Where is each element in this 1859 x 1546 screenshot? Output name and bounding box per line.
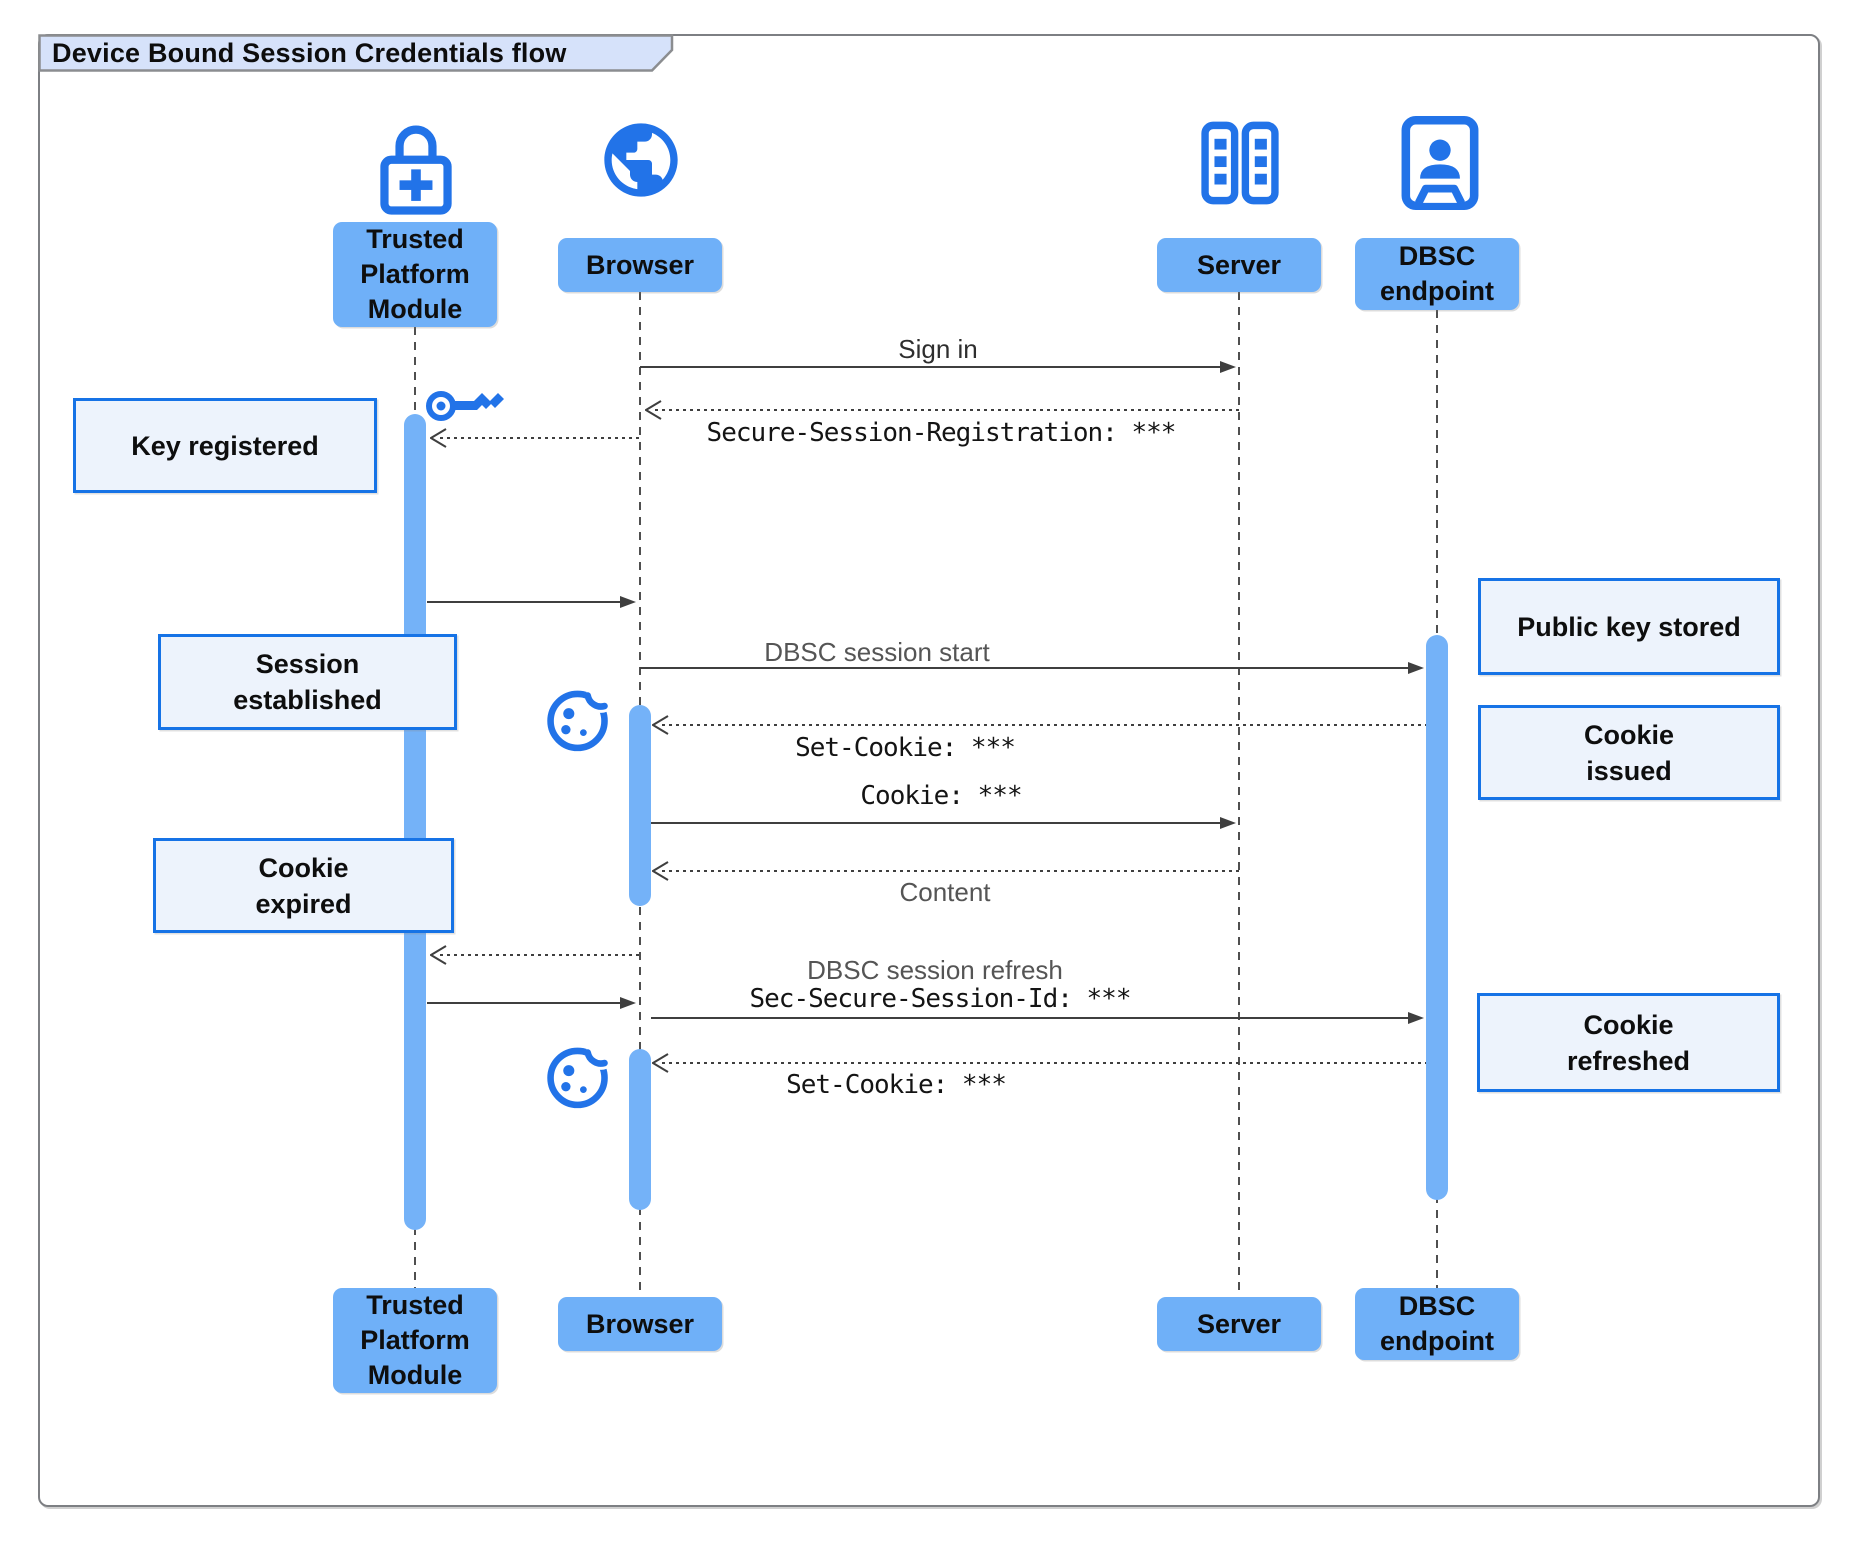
message-set-cookie-2: Set-Cookie: *** [786,1070,1007,1100]
activation-tpm [404,414,426,1230]
note-cookie-issued: Cookie issued [1478,705,1780,800]
message-cookie: Cookie: *** [860,781,1022,811]
message-content: Content [899,877,991,907]
cookie-icon [547,683,614,752]
arrow-key-signature [427,1002,622,1004]
participant-browser-bottom: Browser [558,1297,722,1351]
arrowhead-filled-icon [620,595,636,608]
arrowhead-open-icon [652,715,669,735]
arrow-dbsc-session-start [640,667,1412,669]
arrow-set-cookie-2 [662,1062,1426,1064]
participant-server-top: Server [1157,238,1321,292]
contact-badge-icon [1401,116,1479,210]
arrow-key-ready [427,601,622,603]
arrowhead-open-icon [430,428,447,448]
participant-dbsc-bottom: DBSC endpoint [1355,1288,1519,1360]
cookie-icon [547,1040,614,1109]
message-secure-session-registration: Secure-Session-Registration: *** [706,418,1177,448]
arrow-refresh-key-request [440,954,640,956]
note-public-key-stored: Public key stored [1478,578,1780,675]
diagram-frame [38,34,1820,1507]
note-cookie-expired: Cookie expired [153,838,454,933]
arrowhead-open-icon [430,945,447,965]
arrow-sign-in [640,366,1226,368]
message-sign-in: Sign in [898,334,978,364]
arrow-set-cookie-1 [662,724,1426,726]
participant-tpm-bottom: Trusted Platform Module [333,1288,497,1393]
arrowhead-open-icon [652,1053,669,1073]
participant-tpm-top: Trusted Platform Module [333,222,497,327]
arrowhead-open-icon [652,861,669,881]
participant-browser-top: Browser [558,238,722,292]
arrow-cookie [651,822,1226,824]
arrowhead-open-icon [645,400,662,420]
note-session-established: Session established [158,634,457,730]
server-racks-icon [1201,121,1279,205]
arrow-register-key [440,437,640,439]
title-tab [38,34,674,72]
arrowhead-filled-icon [1408,661,1424,674]
note-cookie-refreshed: Cookie refreshed [1477,993,1780,1092]
diagram-title: Device Bound Session Credentials flow [52,38,567,68]
participant-server-bottom: Server [1157,1297,1321,1351]
key-icon [426,391,504,421]
arrow-content [662,870,1239,872]
activation-dbsc [1426,635,1448,1200]
participant-dbsc-top: DBSC endpoint [1355,238,1519,310]
lock-plus-icon [380,125,452,215]
note-key-registered: Key registered [73,398,377,493]
arrow-dbsc-session-refresh [651,1017,1412,1019]
activation-browser-1 [629,705,651,906]
activation-browser-2 [629,1049,651,1210]
globe-icon [604,123,678,197]
arrowhead-filled-icon [1408,1011,1424,1024]
arrowhead-filled-icon [1220,360,1236,373]
message-set-cookie-1: Set-Cookie: *** [795,733,1016,763]
message-dbsc-session-refresh: DBSC session refresh [807,955,1063,985]
lifeline-server [1238,292,1240,1297]
arrowhead-filled-icon [620,996,636,1009]
arrowhead-filled-icon [1220,816,1236,829]
message-sec-secure-session-id: Sec-Secure-Session-Id: *** [749,984,1132,1014]
arrow-secure-session-registration [655,409,1239,411]
message-dbsc-session-start: DBSC session start [764,637,990,667]
